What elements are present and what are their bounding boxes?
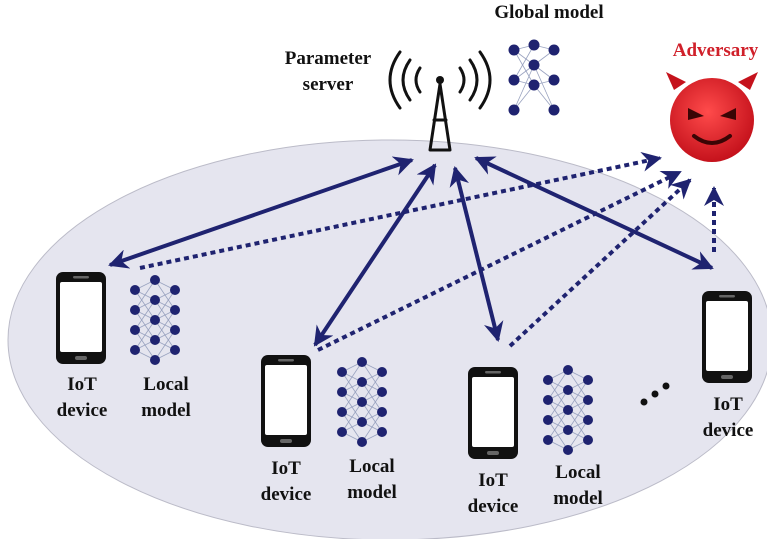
devil-face-icon <box>666 72 758 162</box>
global-model-neural-network-icon <box>508 39 560 116</box>
ellipsis-icon <box>640 382 670 406</box>
dashed-arrows <box>139 151 724 352</box>
smartphone-icon <box>468 367 518 459</box>
smartphone-icon <box>261 355 311 447</box>
antenna-icon <box>388 50 492 152</box>
smartphone-icon <box>702 291 752 383</box>
arrow-server-device2 <box>313 163 437 347</box>
smartphone-icon <box>56 272 106 364</box>
leak-device2 <box>317 170 682 352</box>
leak-device3 <box>508 178 692 348</box>
leak-device1 <box>139 151 662 270</box>
network-area <box>7 139 767 539</box>
